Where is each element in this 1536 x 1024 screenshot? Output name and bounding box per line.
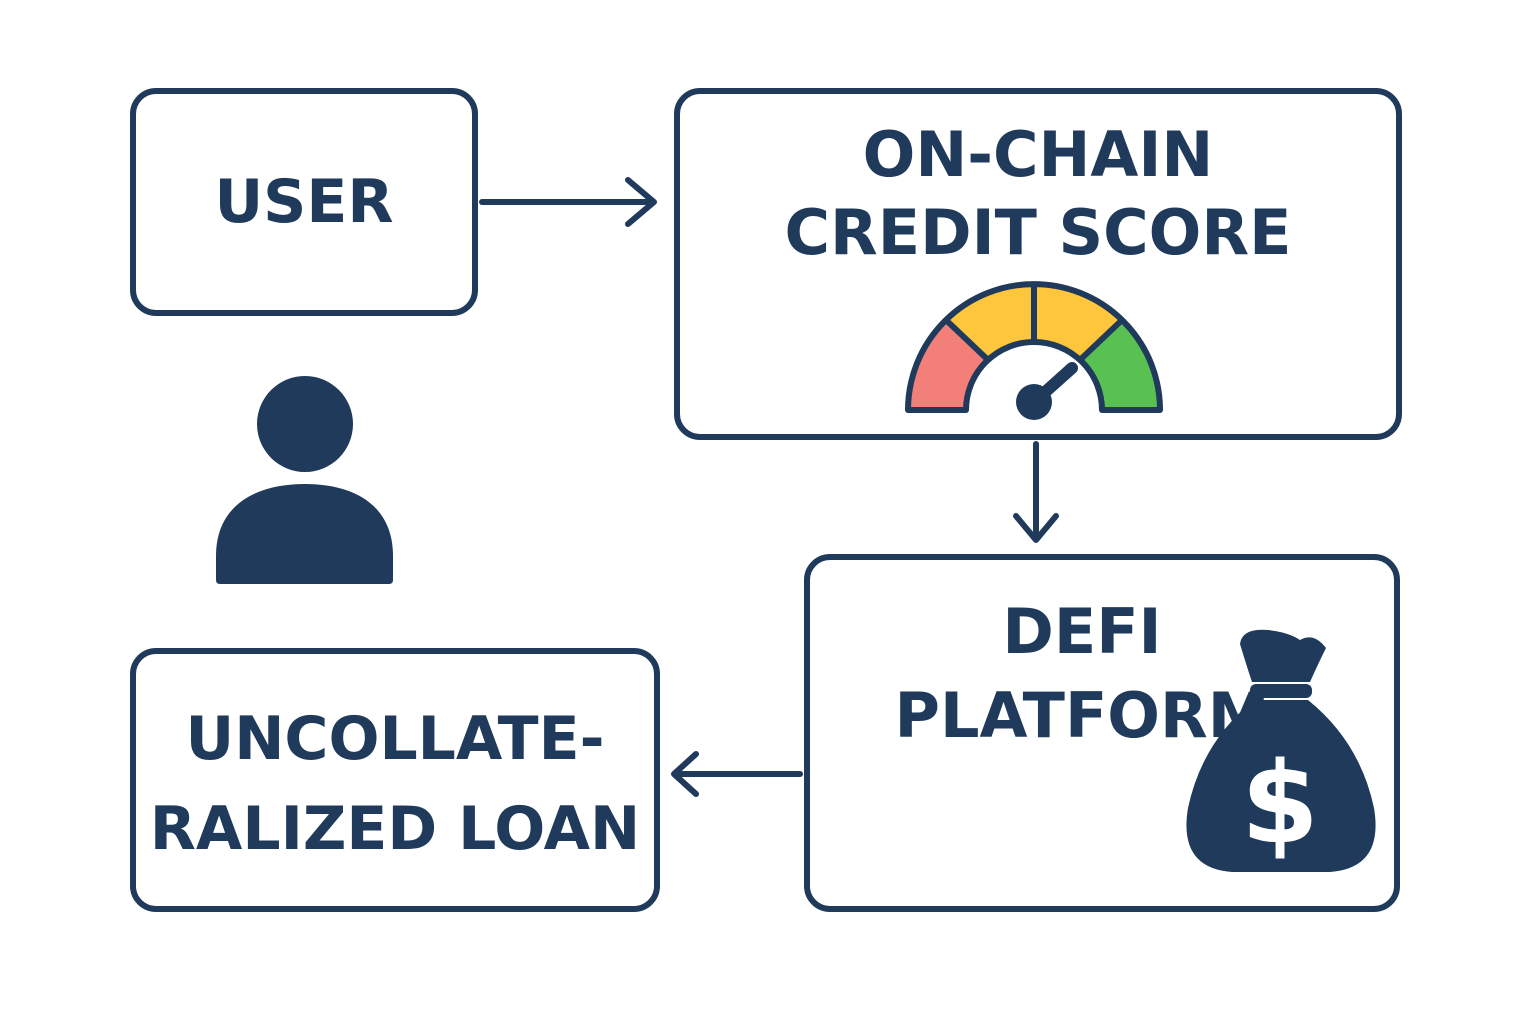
loan-label: UNCOLLATE- RALIZED LOAN [136,694,654,874]
money-bag-body [1186,700,1376,872]
defi-platform-label: DEFI PLATFORM [770,590,1394,758]
money-bag-band [1250,684,1312,698]
money-bag-tie [1240,629,1326,682]
gauge-hub [1016,384,1052,420]
credit-score-box: ON-CHAIN CREDIT SCORE [674,88,1402,440]
credit-score-label-line1: ON-CHAIN [862,118,1214,191]
credit-score-label-line2: CREDIT SCORE [784,196,1292,269]
person-icon [216,376,393,584]
user-box: USER [130,88,478,316]
money-bag-icon: $ [1186,629,1376,872]
defi-platform-label-line2: PLATFORM [894,679,1270,752]
arrow-defi-to-loan [671,751,803,797]
uncollateralized-loan-box: UNCOLLATE- RALIZED LOAN [130,648,660,912]
credit-gauge-icon [905,281,1163,420]
loan-label-line2: RALIZED LOAN [149,794,641,864]
defi-platform-label-line1: DEFI [1002,595,1162,668]
arrow-credit-score-to-defi [1013,441,1059,543]
loan-label-line1: UNCOLLATE- [185,704,605,774]
user-label: USER [214,167,394,237]
credit-score-label: ON-CHAIN CREDIT SCORE [680,116,1396,272]
dollar-sign-icon: $ [1241,739,1319,869]
gauge-outline [905,281,1163,413]
arrow-user-to-credit-score [479,177,657,227]
